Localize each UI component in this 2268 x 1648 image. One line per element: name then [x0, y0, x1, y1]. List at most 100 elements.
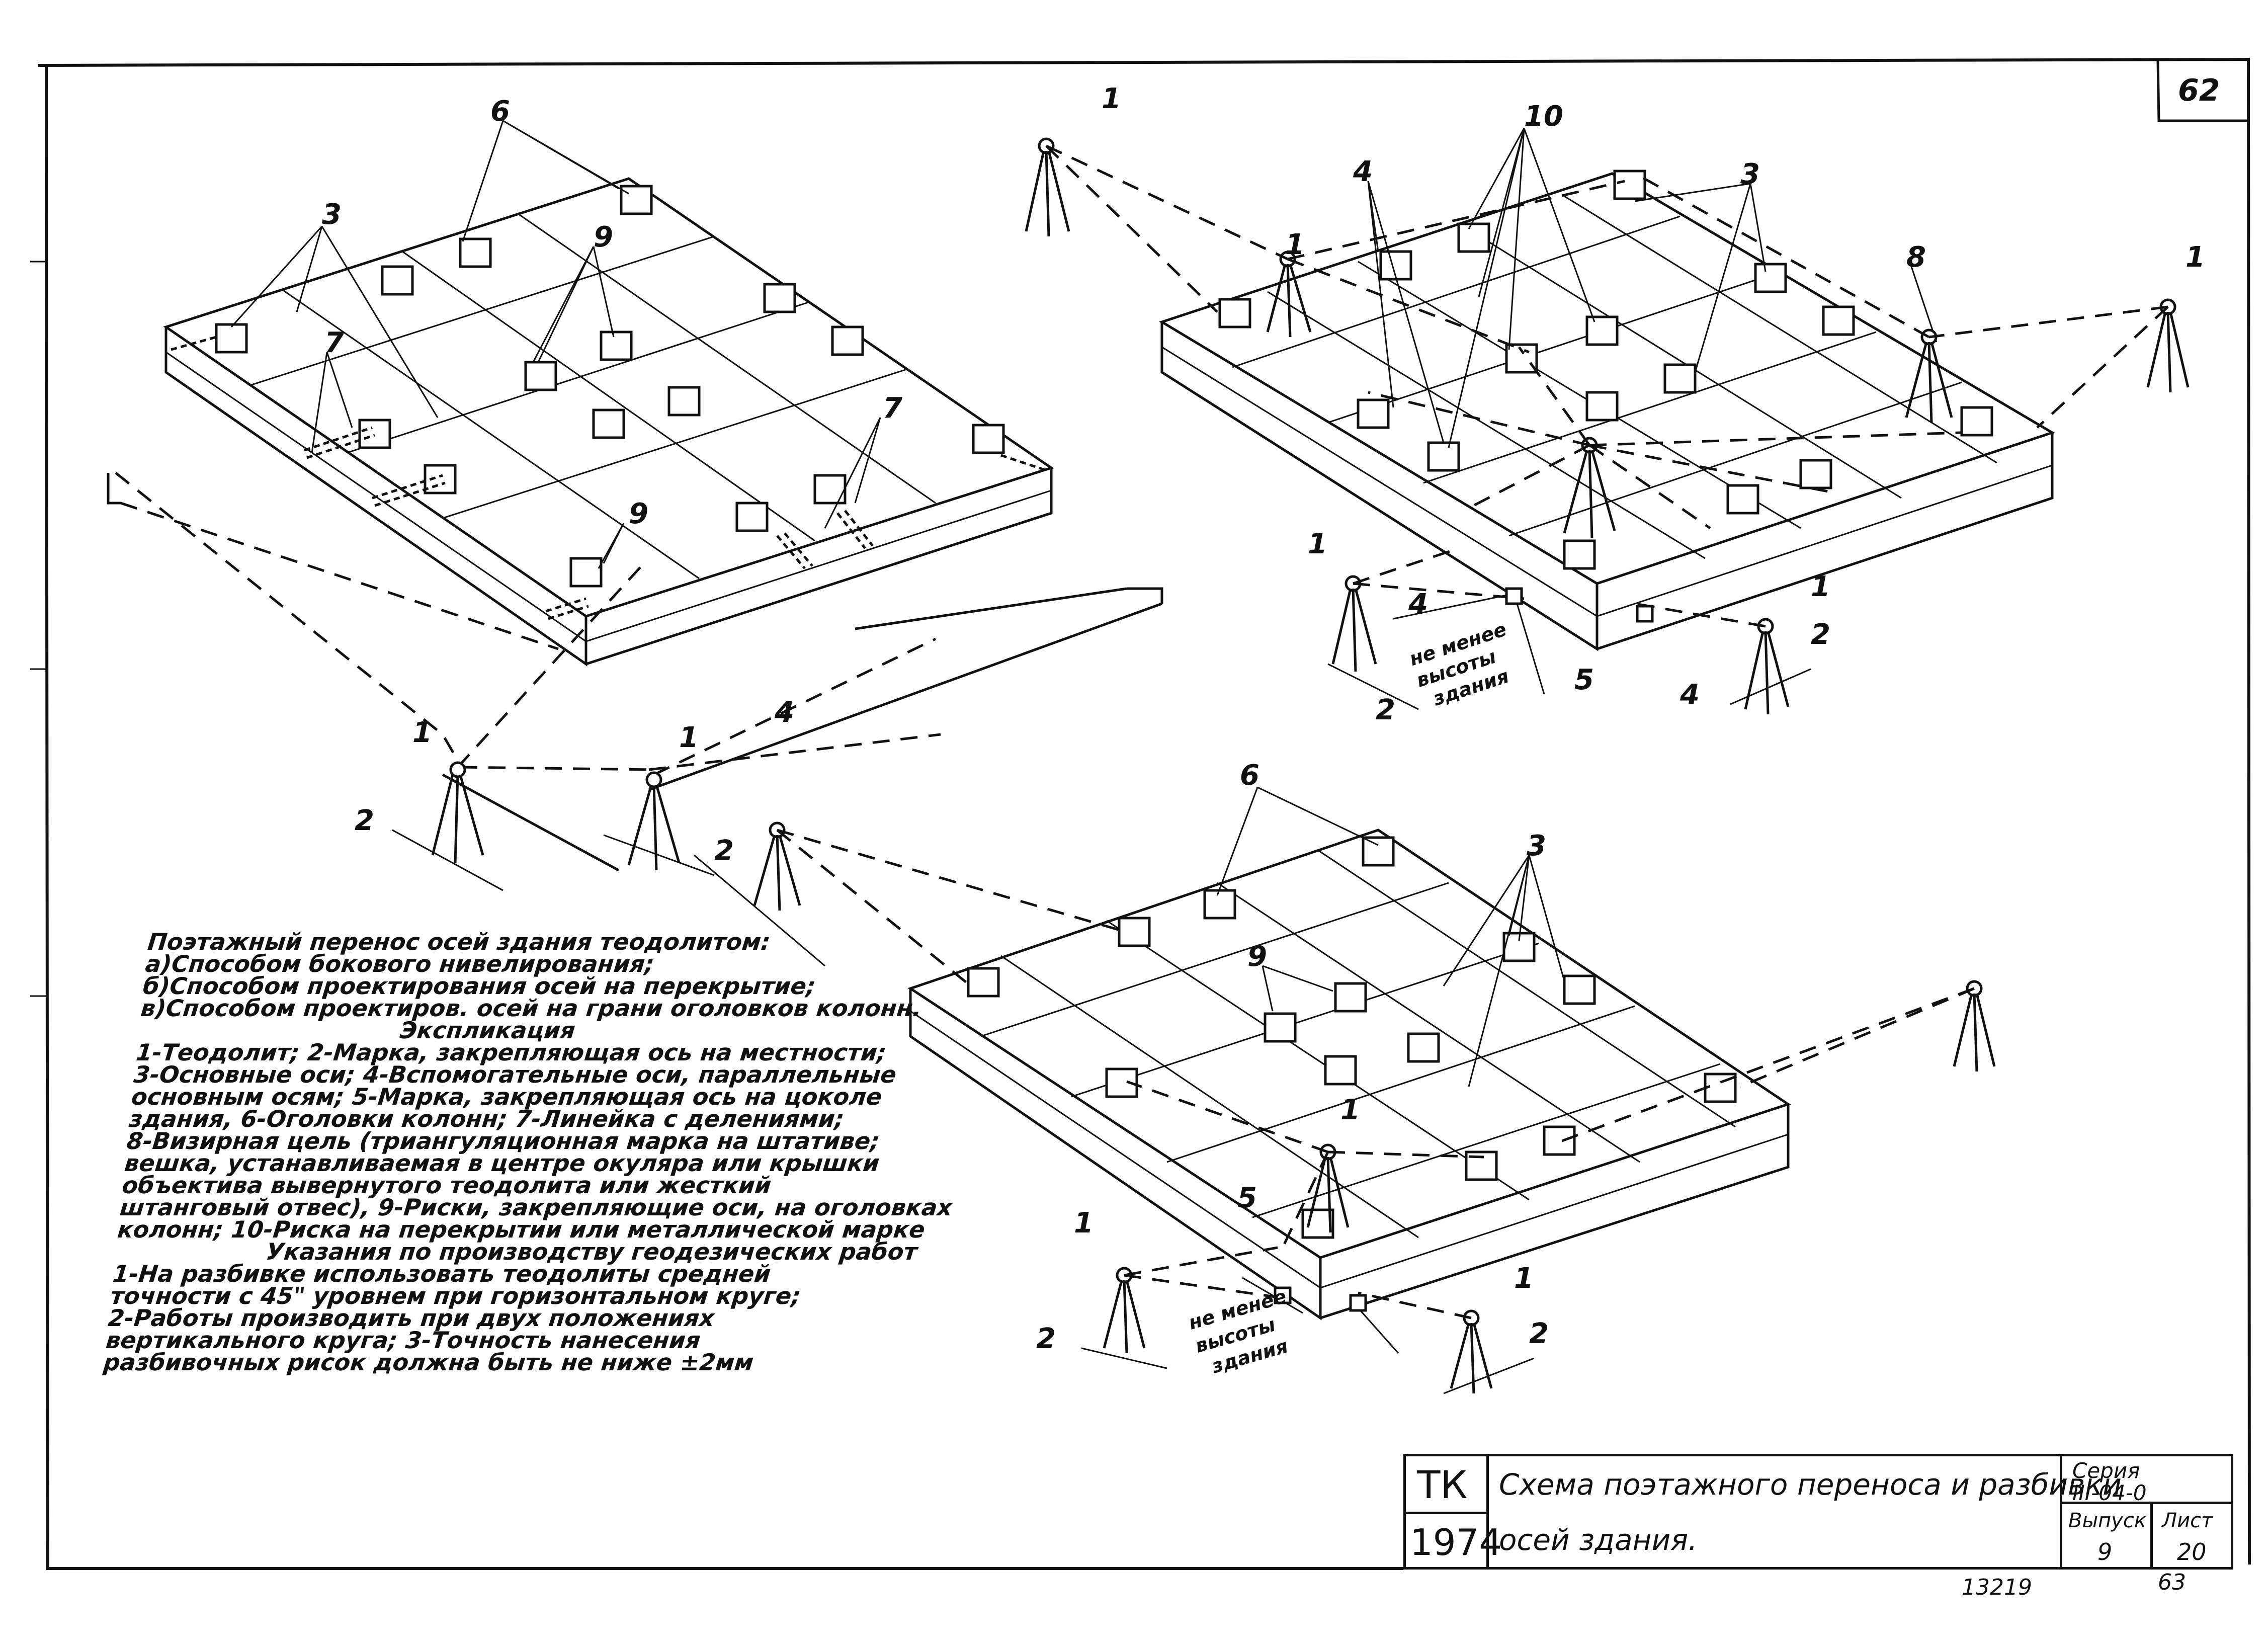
svg-text:7: 7 [883, 392, 902, 425]
svg-text:6: 6 [1240, 759, 1259, 792]
svg-text:10: 10 [1524, 100, 1563, 133]
page-number: 62 [2178, 73, 2220, 108]
sheet-cell: Лист 20 [2150, 1502, 2233, 1570]
theodolite-b-4 [2146, 298, 2190, 393]
svg-text:7: 7 [324, 326, 344, 359]
theodolite-c-1 [753, 821, 801, 911]
svg-text:9: 9 [594, 221, 613, 254]
page-number-box: 62 [2156, 60, 2248, 122]
method-c: в)Способом проектиров. осей на грани ого… [139, 995, 923, 1022]
title-cell: Схема поэтажного переноса и разбивки осе… [1486, 1454, 2122, 1570]
issue-label: Выпуск [2068, 1509, 2146, 1532]
wall-mark-5 [1505, 587, 1523, 605]
svg-text:2: 2 [1376, 694, 1395, 726]
note-height-b: не менее высоты здания [1407, 618, 1512, 710]
year-cell: 1974 [1403, 1512, 1502, 1570]
legend-line: 8-Визирная цель (триангуляционная марка … [125, 1127, 881, 1155]
instruction-line: 1-На разбивке использовать теодолиты сре… [111, 1260, 772, 1287]
method-a: а)Способом бокового нивелирования; [144, 950, 656, 977]
series-cell: Серия III-04-0 [2060, 1454, 2233, 1505]
svg-text:4: 4 [774, 696, 794, 729]
theodolite-b-5 [1331, 575, 1377, 672]
org-code: ТК [1417, 1462, 1468, 1507]
column-heads-c [967, 836, 1737, 1239]
note-height-c: не менее высоты здания [1186, 1285, 1290, 1377]
svg-text:1: 1 [1514, 1262, 1534, 1295]
series-value: III-04-0 [2072, 1480, 2147, 1505]
slab-b-side [1597, 433, 2054, 650]
svg-text:3: 3 [322, 198, 342, 231]
slab-a-front [164, 327, 587, 667]
svg-text:4: 4 [1408, 588, 1428, 621]
column-heads-a [215, 185, 1005, 588]
theodolite-a-left [431, 761, 484, 863]
svg-text:2: 2 [1529, 1317, 1549, 1350]
sheet-frame [30, 57, 2251, 1570]
legend-line: 1-Теодолит; 2-Марка, закрепляющая ось на… [134, 1039, 888, 1066]
theodolite-a-right [627, 771, 681, 871]
slab-c-top [907, 829, 1791, 1259]
svg-text:2: 2 [1036, 1323, 1056, 1355]
svg-text:2: 2 [714, 835, 734, 867]
legend-line: штанговый отвес), 9-Риски, закрепляющие … [118, 1194, 954, 1221]
svg-text:4: 4 [1353, 155, 1373, 188]
sheet-value: 20 [2177, 1538, 2207, 1565]
svg-text:1: 1 [1340, 1094, 1360, 1126]
svg-text:9: 9 [629, 498, 648, 530]
instruction-line: точности с 45" уровнем при горизонтально… [109, 1282, 802, 1309]
instruction-line: разбивочных рисок должна быть не ниже ±2… [102, 1349, 755, 1376]
method-b: б)Способом проектирования осей на перекр… [141, 972, 817, 1000]
legend-line: объектива вывернутого теодолита или жест… [121, 1172, 773, 1199]
legend-line: здания, 6-Оголовки колонн; 7-Линейка с д… [128, 1105, 846, 1132]
svg-text:1: 1 [679, 721, 699, 754]
theodolite-b-center [1368, 346, 1962, 539]
theodolite-c-2 [1953, 980, 1996, 1072]
slab-a-side [585, 468, 1053, 666]
svg-text:1: 1 [412, 716, 432, 749]
instruction-line: вертикального круга; 3-Точность нанесени… [104, 1327, 702, 1354]
svg-text:5: 5 [1574, 664, 1594, 696]
footer-archive-number: 13219 [1962, 1575, 2032, 1600]
issue-cell: Выпуск 9 [2060, 1502, 2153, 1570]
explication-title: Поэтажный перенос осей здания теодолитом… [146, 928, 772, 955]
svg-text:4: 4 [1679, 679, 1700, 711]
legend-line: 3-Основные оси; 4-Вспомогательные оси, п… [132, 1061, 898, 1088]
instructions-title: Указания по производству геодезических р… [265, 1238, 919, 1265]
svg-text:2: 2 [1811, 618, 1830, 651]
sheet-label: Лист [2162, 1509, 2213, 1532]
svg-text:1: 1 [1811, 570, 1830, 603]
svg-text:5: 5 [1237, 1182, 1257, 1214]
column-heads-b [1218, 170, 1993, 570]
legend-line: вешка, устанавливаемая в центре окуляра … [123, 1149, 881, 1177]
drawing-title-cont: осей здания. [1499, 1523, 1698, 1557]
diagram-projection-on-columns: 6 9 3 1 1 1 5 2 2 [694, 759, 1996, 1394]
wall-mark-c-5 [1274, 1286, 1292, 1304]
wall-mark-8 [1636, 605, 1654, 623]
theodolite-c-4 [1103, 1267, 1146, 1354]
slab-c-front [909, 988, 1322, 1321]
theodolite-b-2 [1266, 251, 1312, 338]
org-cell: ТК [1403, 1454, 1489, 1514]
svg-text:9: 9 [1247, 940, 1267, 973]
svg-text:3: 3 [1740, 158, 1760, 191]
series-label: Серия [2072, 1458, 2140, 1483]
drawing-title: Схема поэтажного переноса и разбивки [1499, 1467, 2122, 1502]
svg-text:1: 1 [2186, 241, 2205, 274]
svg-text:1: 1 [1074, 1207, 1094, 1240]
explication-block: Поэтажный перенос осей здания теодолитом… [102, 928, 954, 1376]
theodolite-b-6 [1744, 618, 1790, 715]
legend-line: основным осям; 5-Марка, закрепляющая ось… [130, 1083, 884, 1110]
svg-text:3: 3 [1527, 830, 1546, 862]
svg-text:6: 6 [490, 95, 510, 128]
theodolite-c-5 [1450, 1309, 1493, 1394]
theodolite-b-1 [1025, 137, 1070, 237]
svg-text:2: 2 [355, 804, 374, 837]
title-block: ТК 1974 Схема поэтажного переноса и разб… [1403, 1454, 2233, 1570]
wall-mark-c-8 [1349, 1294, 1367, 1312]
svg-text:1: 1 [1285, 228, 1305, 261]
rulers-a [171, 336, 1047, 620]
instruction-line: 2-Работы производить при двух положениях [107, 1304, 716, 1332]
theodolite-b-3 [1905, 328, 1953, 423]
issue-value: 9 [2097, 1538, 2113, 1565]
svg-text:1: 1 [1308, 528, 1327, 560]
